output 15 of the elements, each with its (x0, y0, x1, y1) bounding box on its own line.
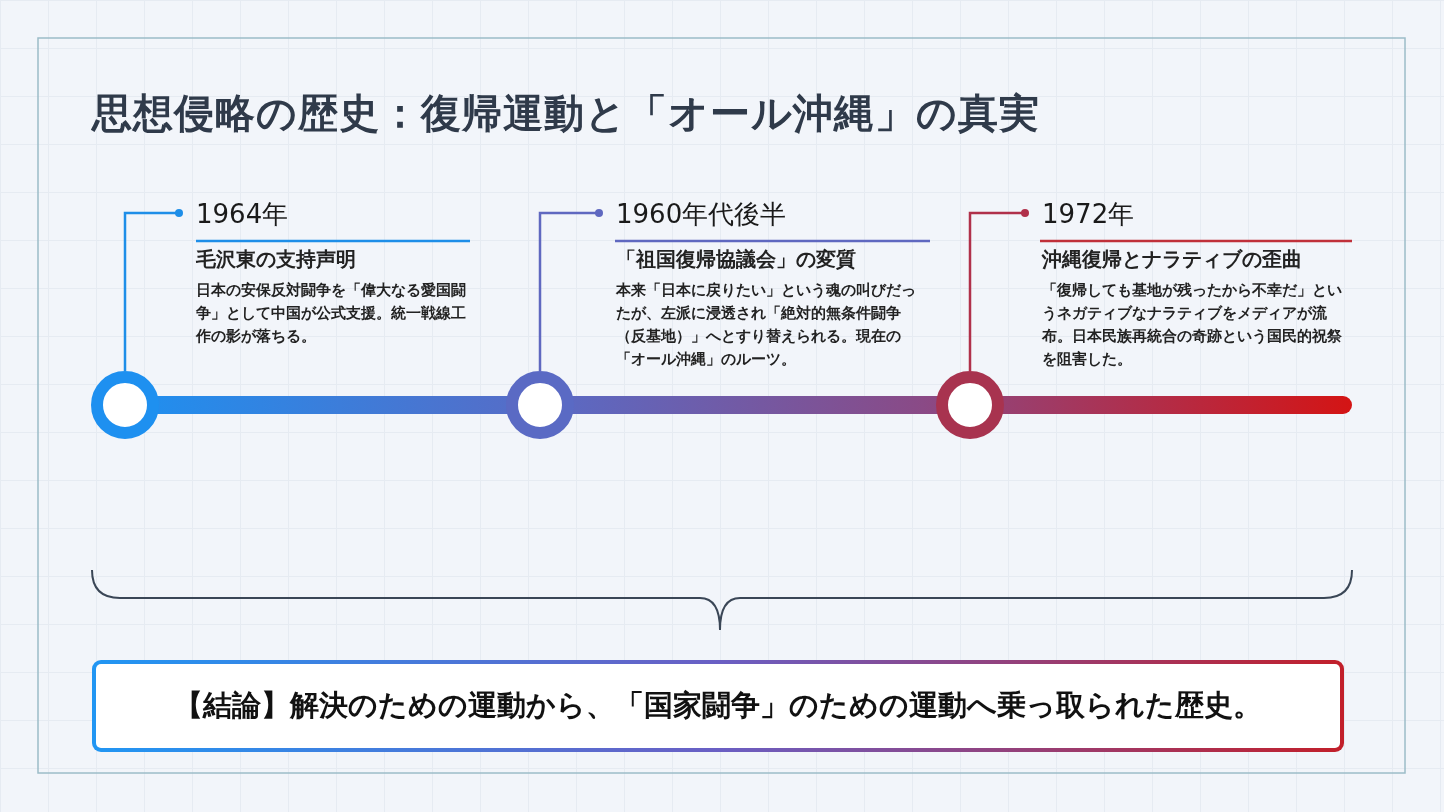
year-label: 1964年 (195, 198, 290, 231)
timeline-bar (157, 396, 508, 414)
timeline-bar (572, 396, 938, 414)
section-heading: 沖縄復帰とナラティブの歪曲 (1040, 246, 1303, 273)
leader-line (538, 209, 603, 371)
body-text: 本来「日本に戻りたい」という魂の叫びだったが、左派に浸透され「絶対的無条件闘争（反基地）」へとすり替えられる。現在の「オール沖縄」のルーツ。 (615, 281, 917, 369)
body-text: 日本の安保反対闘争を「偉大なる愛国闘争」として中国が公式支援。統一戦線工作の影が落ちる。 (195, 281, 467, 346)
body-text: 「復帰しても基地が残ったから不幸だ」というネガティブなナラティブをメディアが流布。日本民族再統合の奇跡という国民的祝祭を阻害した。 (1041, 281, 1343, 369)
section-heading: 「祖国復帰協議会」の変質 (615, 246, 857, 273)
leader-line (968, 209, 1029, 371)
year-label: 1960年代後半 (615, 198, 788, 231)
leader-line (123, 209, 183, 371)
year-label: 1972年 (1041, 198, 1136, 231)
section-heading: 毛沢東の支持声明 (195, 246, 357, 273)
title: 思想侵略の歴史：復帰運動と「オール沖縄」の真実 (92, 89, 1040, 138)
